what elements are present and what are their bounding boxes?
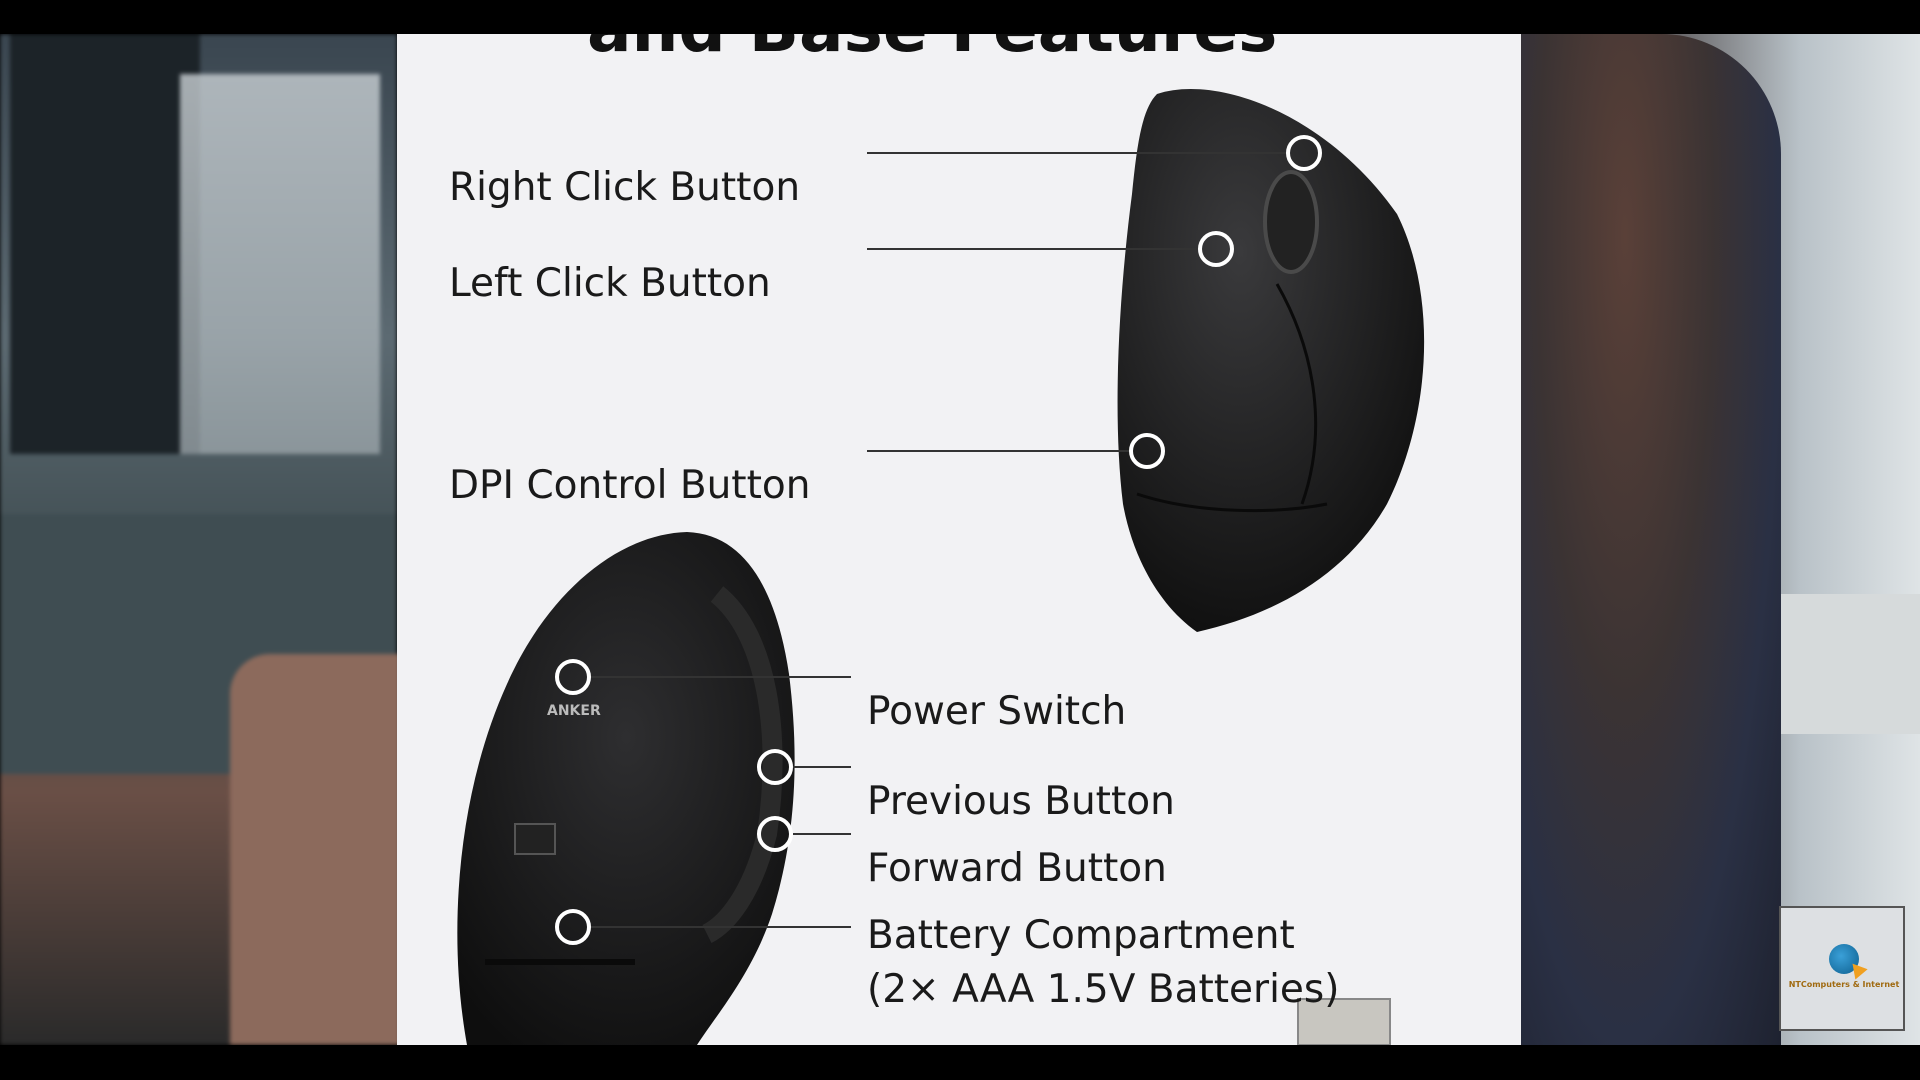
marker-dpi — [1129, 433, 1165, 469]
marker-right-click — [1286, 135, 1322, 171]
blurred-background-right — [1521, 34, 1920, 1045]
leader-line — [591, 926, 851, 928]
marker-previous — [757, 749, 793, 785]
title-partial: and Base Features — [587, 34, 1277, 67]
label-dpi: DPI Control Button — [449, 463, 811, 508]
mouse-side-view — [1117, 89, 1425, 632]
logo-text: NTComputers & Internet — [1788, 980, 1900, 989]
bottom-letterbox — [0, 1045, 1920, 1080]
marker-battery — [555, 909, 591, 945]
leader-line — [867, 152, 1286, 154]
label-forward: Forward Button — [867, 846, 1167, 891]
top-letterbox — [0, 0, 1920, 34]
leader-line — [591, 676, 851, 678]
leader-line — [867, 450, 1129, 452]
channel-logo: NTComputers & Internet — [1779, 906, 1905, 1031]
marker-forward — [757, 816, 793, 852]
globe-icon — [1829, 944, 1859, 974]
mouse-illustration: ANKER — [457, 89, 1425, 1045]
label-previous: Previous Button — [867, 779, 1175, 824]
label-left-click: Left Click Button — [449, 261, 771, 306]
label-battery: Battery Compartment — [867, 913, 1295, 958]
label-right-click: Right Click Button — [449, 165, 801, 210]
leader-line — [867, 248, 1198, 250]
marker-power — [555, 659, 591, 695]
usb-receiver — [1297, 998, 1391, 1045]
mouse-bottom-view — [457, 532, 795, 1045]
label-battery-detail: (2× AAA 1.5V Batteries) — [867, 967, 1340, 1012]
product-diagram-panel: and Base Features ANKER Right Click Butt… — [397, 34, 1521, 1045]
marker-left-click — [1198, 231, 1234, 267]
leader-line — [793, 833, 851, 835]
leader-line — [793, 766, 851, 768]
scroll-wheel — [1263, 170, 1319, 274]
brand-text: ANKER — [547, 703, 601, 719]
blurred-background-left — [0, 34, 400, 1045]
label-power: Power Switch — [867, 689, 1127, 734]
